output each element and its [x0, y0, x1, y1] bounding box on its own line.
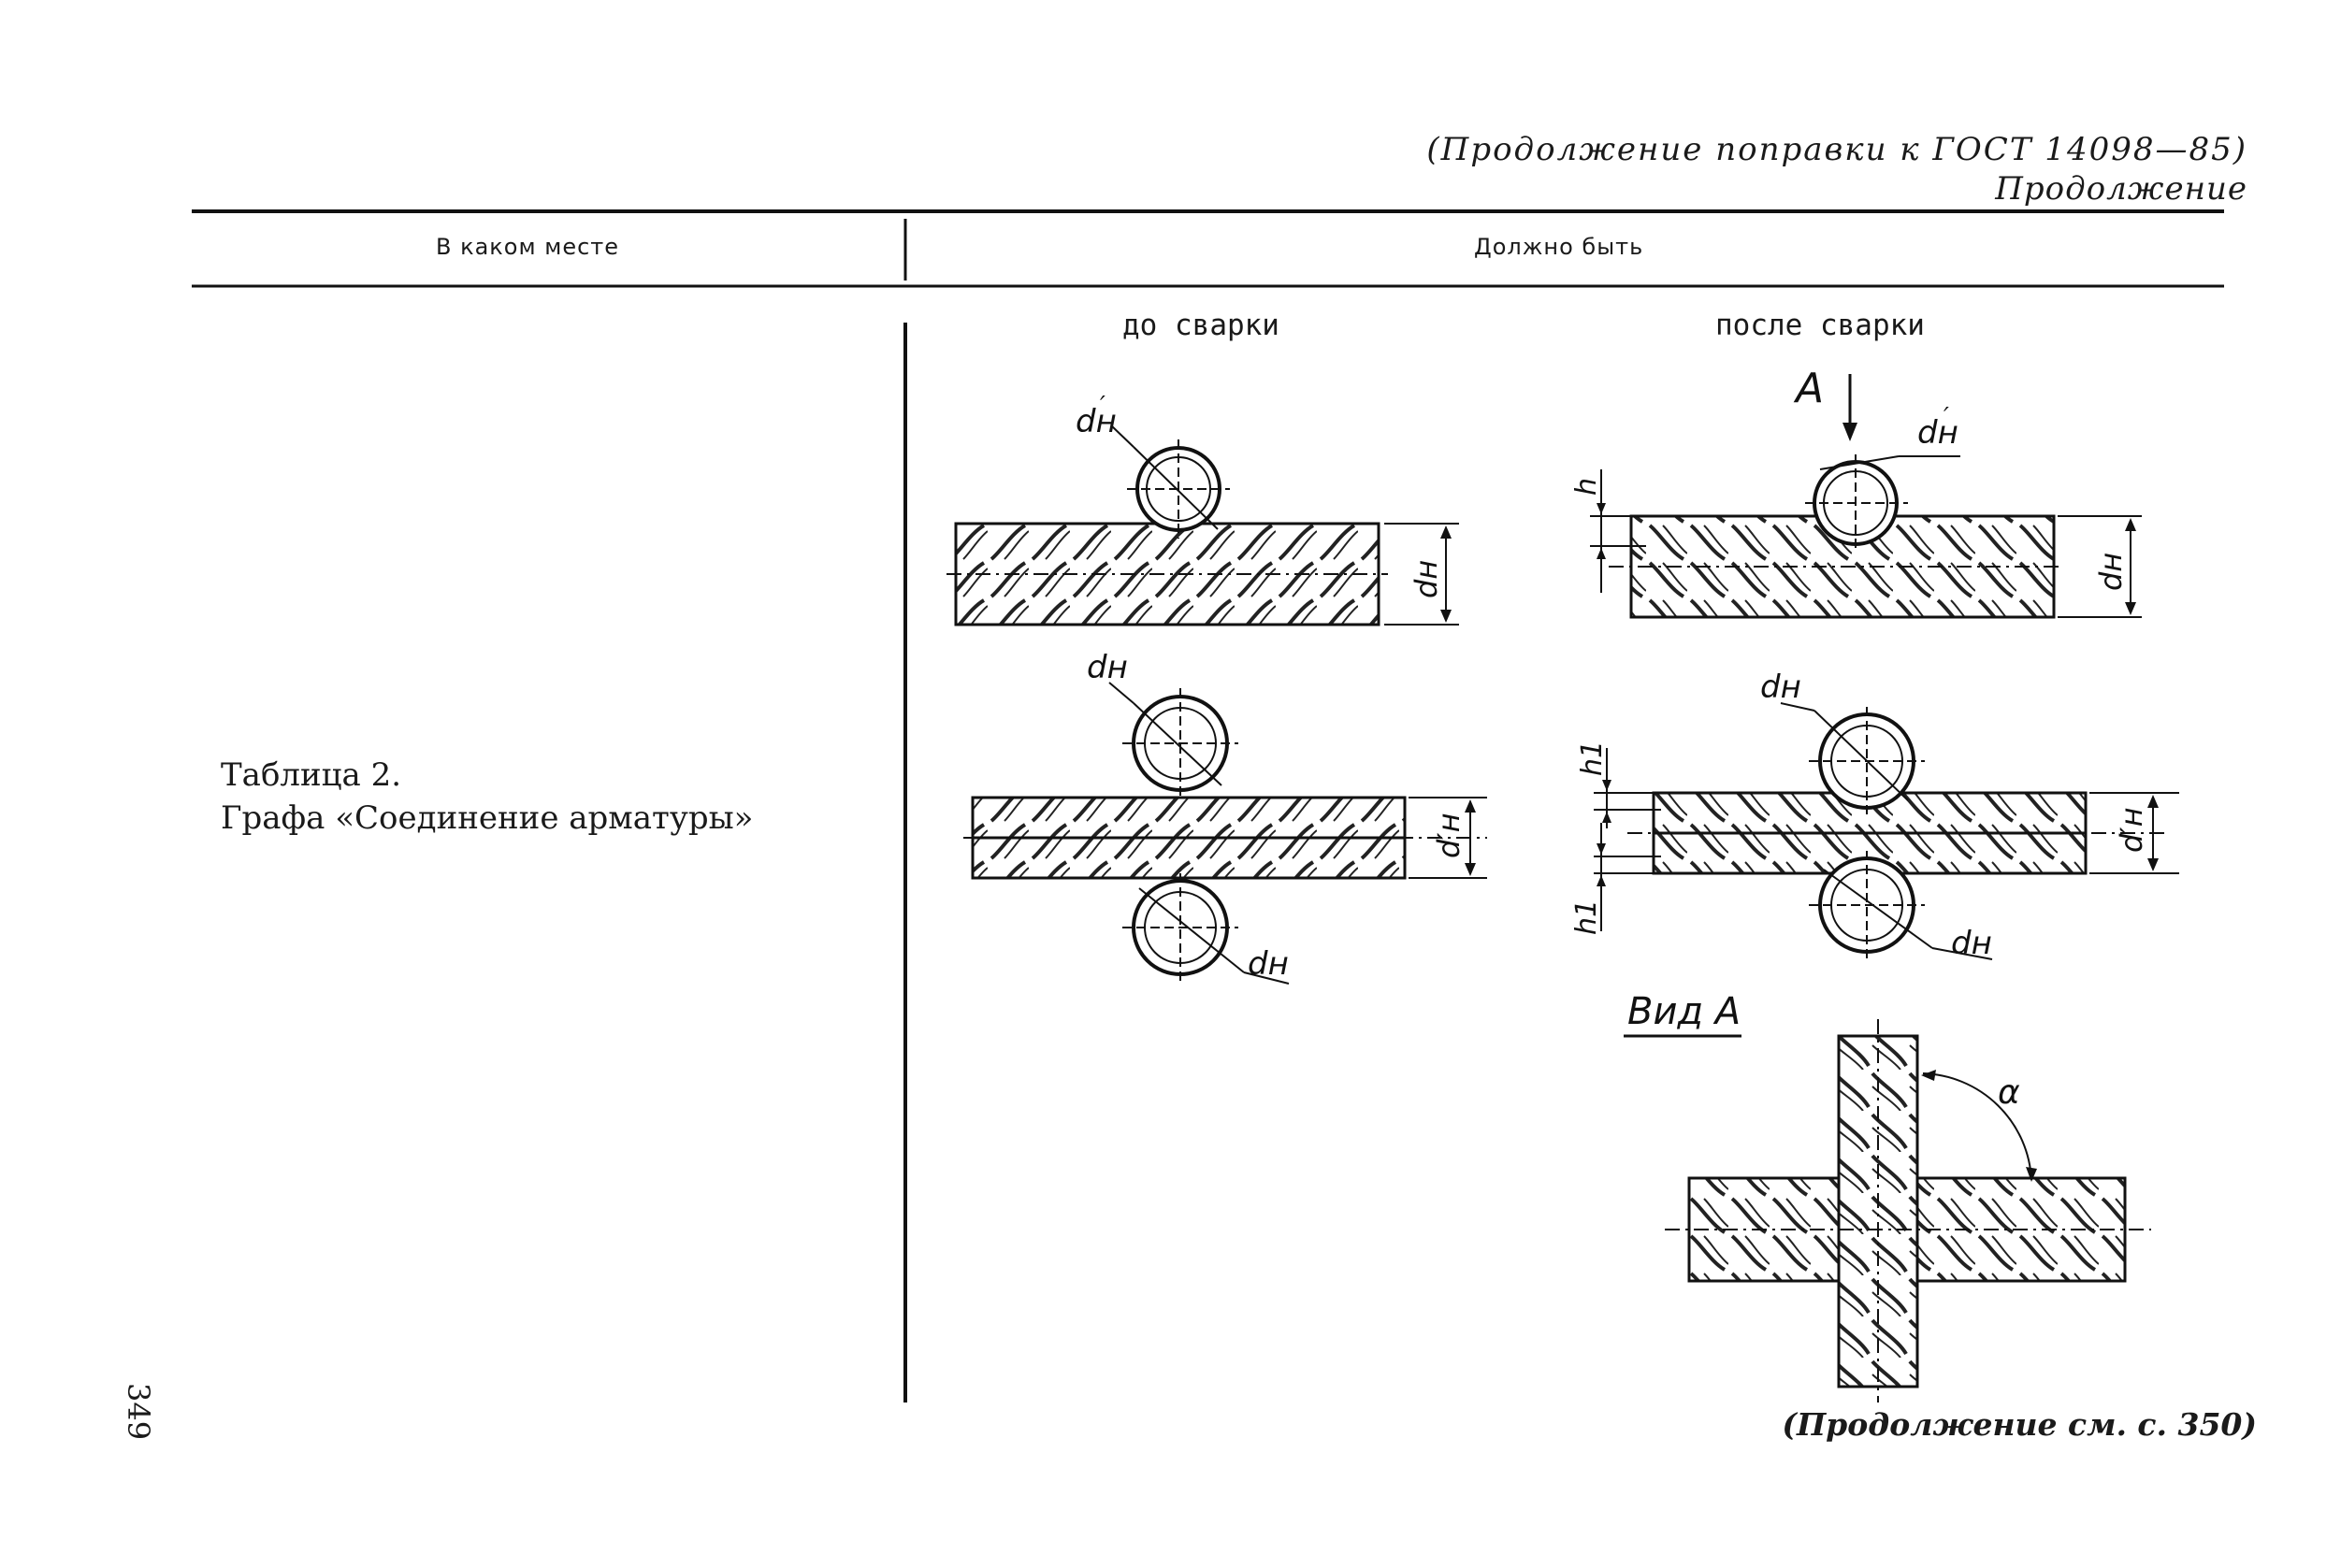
angle-label: α — [1998, 1073, 2020, 1112]
page-number: 349 — [121, 1383, 156, 1441]
svg-text:′: ′ — [1944, 403, 1949, 431]
column-heading-location: В каком месте — [436, 234, 620, 260]
left-cell-text: Таблица 2. Графа «Соединение арматуры» — [221, 754, 753, 840]
after-welding-label: после сварки — [1715, 309, 1925, 342]
svg-text:dн: dн — [1760, 669, 1801, 706]
column-heading-should-be: Должно быть — [1474, 234, 1644, 260]
before-welding-label: до сварки — [1122, 309, 1279, 342]
view-arrow-label: A — [1793, 365, 1824, 412]
svg-text:′: ′ — [1100, 392, 1105, 420]
svg-text:h1: h1 — [1570, 899, 1603, 935]
before-weld-double-bar: dн dн d′н — [963, 649, 1487, 985]
view-a-label: Вид A — [1627, 990, 1741, 1033]
svg-text:dн: dн — [1076, 403, 1117, 440]
svg-text:dн: dн — [1917, 414, 1958, 452]
before-weld-single-bar: dн′ dн — [947, 392, 1459, 626]
continuation-subheader: Продолжение — [1995, 170, 2247, 208]
table-reference: Таблица 2. — [221, 756, 402, 794]
after-weld-double-bar: dн dн h1 h1 d′н — [1570, 669, 2179, 962]
after-weld-single-bar: dн′ A h dн — [1570, 365, 2142, 619]
continuation-header: (Продолжение поправки к ГОСТ 14098—85) — [1426, 131, 2247, 168]
svg-text:h: h — [1570, 478, 1603, 496]
svg-text:dн: dн — [1087, 649, 1128, 686]
svg-text:dн: dн — [1951, 925, 1992, 962]
svg-text:d′н: d′н — [2114, 808, 2149, 854]
continuation-footer: (Продолжение см. с. 350) — [1782, 1406, 2257, 1443]
svg-text:h1: h1 — [1576, 741, 1609, 776]
svg-text:dн: dн — [2093, 553, 2129, 591]
svg-text:dн: dн — [1409, 560, 1444, 598]
svg-text:d′н: d′н — [1431, 813, 1467, 859]
view-a-drawing: Вид A α — [1624, 990, 2151, 1403]
svg-text:dн: dн — [1248, 945, 1289, 983]
column-reference: Графа «Соединение арматуры» — [221, 799, 754, 837]
